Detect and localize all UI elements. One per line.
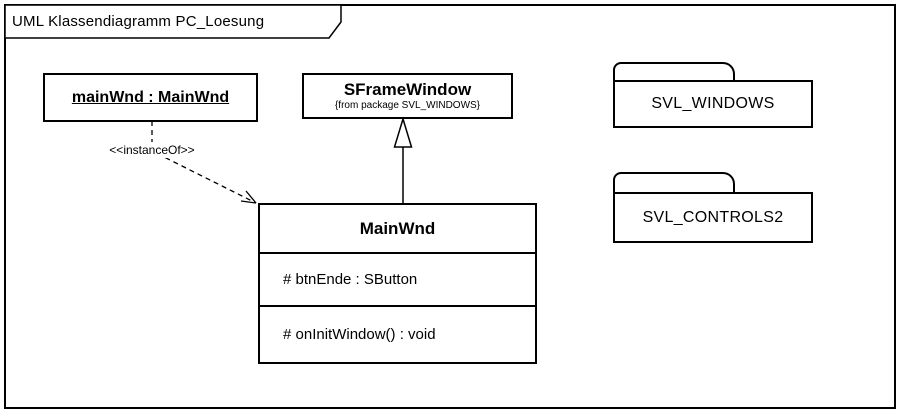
class-box-mainwnd: MainWnd # btnEnde : SButton # onInitWind… — [258, 203, 537, 364]
instanceof-stereotype-label: <<instanceOf>> — [99, 142, 205, 158]
frame-title-text: UML Klassendiagramm PC_Loesung — [12, 12, 265, 30]
generalization-arrowhead-icon — [393, 116, 413, 148]
package-name: SVL_WINDOWS — [651, 95, 775, 112]
class-name-compartment: MainWnd — [260, 205, 535, 254]
class-name: MainWnd — [359, 218, 436, 238]
instanceof-dependency-line — [151, 121, 257, 204]
superclass-origin-note: {from package SVL_WINDOWS} — [334, 100, 481, 111]
package-svl-controls2: SVL_CONTROLS2 — [613, 192, 813, 243]
class-operations-compartment: # onInitWindow() : void — [260, 307, 535, 362]
diagram-frame-border — [4, 4, 896, 409]
package-name: SVL_CONTROLS2 — [642, 208, 784, 226]
instanceof-stereotype-text: <<instanceOf>> — [109, 143, 195, 157]
class-operation: # onInitWindow() : void — [283, 326, 436, 343]
object-box-mainwnd: mainWnd : MainWnd — [43, 73, 258, 122]
package-svl-windows-tab — [613, 62, 735, 80]
class-attribute: # btnEnde : SButton — [283, 271, 418, 288]
superclass-name: SFrameWindow — [343, 80, 472, 99]
instanceof-arrowhead-icon — [240, 190, 257, 204]
package-svl-controls2-tab — [613, 172, 735, 192]
frame-title: UML Klassendiagramm PC_Loesung — [12, 6, 334, 36]
frame-title-tab — [4, 4, 342, 39]
class-box-sframewindow: SFrameWindow {from package SVL_WINDOWS} — [302, 73, 513, 119]
class-attributes-compartment: # btnEnde : SButton — [260, 254, 535, 307]
package-svl-windows: SVL_WINDOWS — [613, 80, 813, 128]
object-label: mainWnd : MainWnd — [71, 88, 230, 106]
